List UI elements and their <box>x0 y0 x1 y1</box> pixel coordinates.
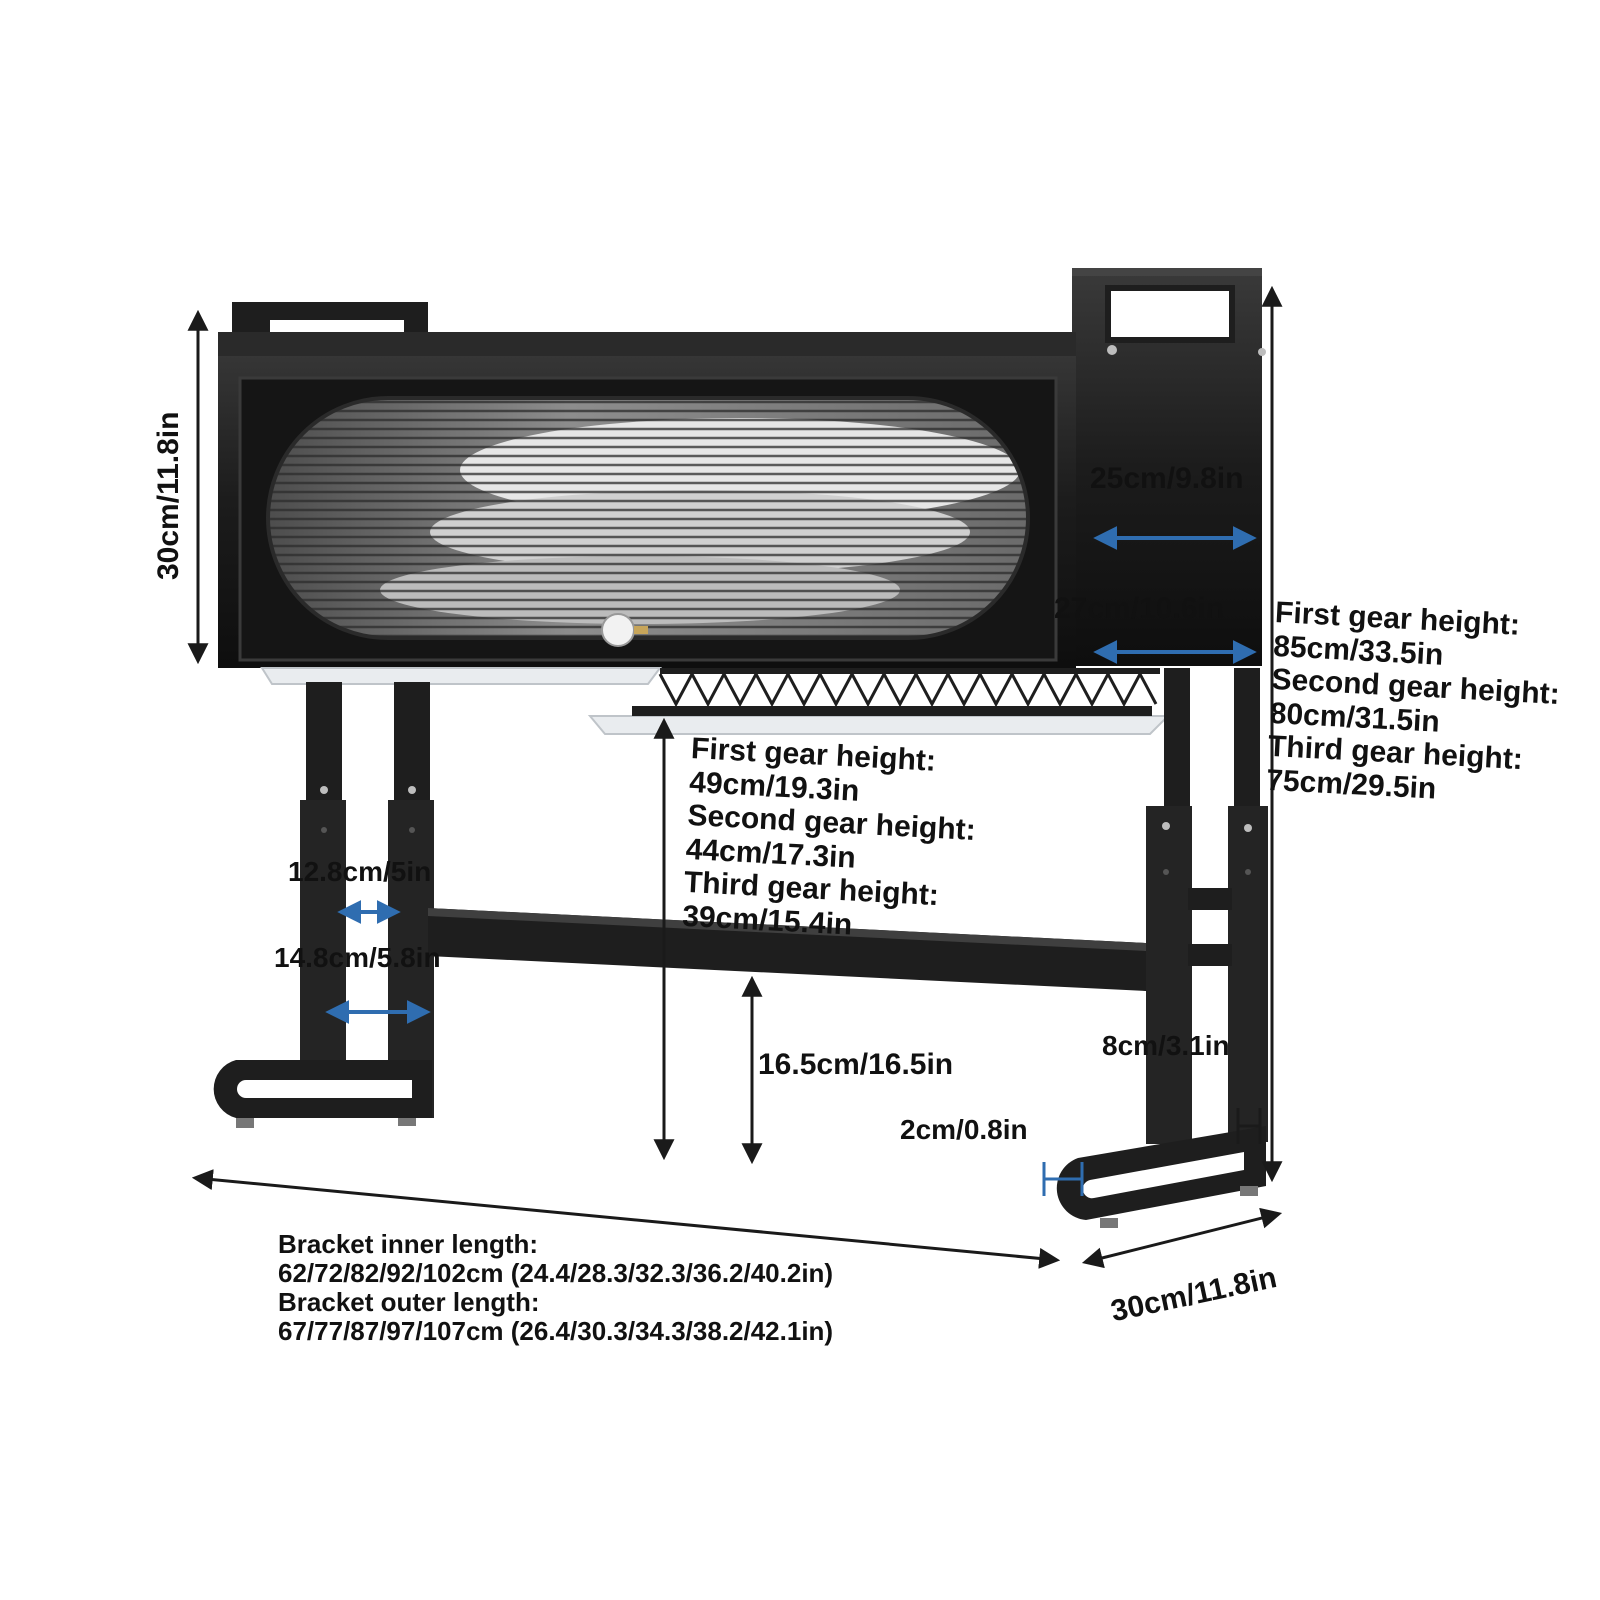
drip-tray <box>260 667 1171 735</box>
bracket-inner-values: 62/72/82/92/102cm (24.4/28.3/32.3/36.2/4… <box>278 1258 834 1289</box>
leg-outer-label: 14.8cm/5.8in <box>274 942 441 973</box>
clearance-height-label: First gear height: 49cm/19.3in Second ge… <box>681 732 980 948</box>
left-legs <box>213 682 434 1128</box>
dish-plates <box>268 400 1028 638</box>
cabinet-body <box>218 332 1076 668</box>
right-legs <box>1056 668 1268 1228</box>
total-height-label: First gear height: 85cm/33.5in Second ge… <box>1265 596 1564 812</box>
bracket-length-label: Bracket inner length: 62/72/82/92/102cm … <box>278 1229 834 1347</box>
cross-bar <box>428 908 1166 992</box>
bracket-outer-values: 67/77/87/97/107cm (26.4/30.3/34.3/38.2/4… <box>278 1316 834 1347</box>
right-side-panel <box>1072 268 1266 666</box>
side-width-top-label: 25cm/9.8in <box>1090 462 1244 495</box>
foot-height-label: 2cm/0.8in <box>900 1114 1028 1145</box>
dimension-arrows <box>187 285 1283 1269</box>
blue-dimension-arrows <box>325 526 1257 1024</box>
leg-width-label: 8cm/3.1in <box>1102 1030 1230 1061</box>
cabinet-height-label: 30cm/11.8in <box>152 411 185 580</box>
foot-height-mark-right <box>1236 1108 1262 1144</box>
foot-height-mark-left <box>1042 1162 1084 1196</box>
bracket-outer-title: Bracket outer length: <box>278 1287 540 1318</box>
side-width-bottom-label: 27cm/10.6in <box>1054 592 1225 625</box>
bracket-length-arrow <box>191 1169 1061 1269</box>
depth-arrow <box>1081 1207 1283 1269</box>
bracket-inner-title: Bracket inner length: <box>278 1229 539 1259</box>
crossbar-height-label: 16.5cm/16.5in <box>758 1048 954 1081</box>
leg-inner-label: 12.8cm/5in <box>288 856 432 887</box>
